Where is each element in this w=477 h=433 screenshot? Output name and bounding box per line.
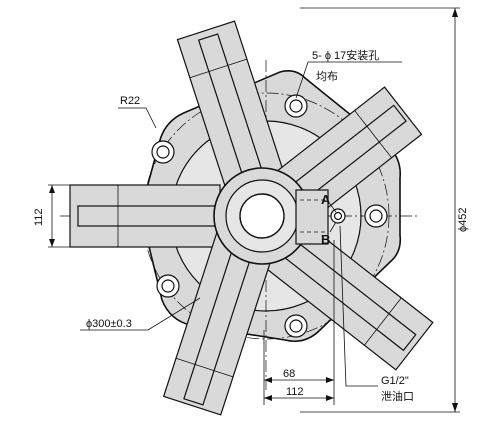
mounting-hole — [289, 319, 303, 333]
mounting-hole — [289, 99, 303, 113]
port-a-arrow — [329, 203, 337, 213]
drain-port-inner — [333, 211, 343, 221]
label-port-b: B — [321, 232, 330, 247]
label-radius: R22 — [120, 95, 140, 107]
mounting-hole — [369, 209, 383, 223]
mounting-hole — [161, 279, 175, 293]
label-drain: 泄油口 — [381, 389, 414, 403]
mounting-holes — [151, 94, 388, 338]
arm-left — [69, 184, 221, 248]
dim-68 — [263, 240, 335, 405]
port-block — [295, 189, 329, 245]
label-hole-spec: 5- ϕ 17安装孔 — [312, 48, 379, 62]
dim-112-horizontal — [264, 395, 334, 401]
label-height-112: 112 — [33, 208, 45, 226]
label-bolt-circle: ϕ300±0.3 — [86, 318, 132, 330]
leader-bolt-circle — [80, 297, 201, 331]
arm-lower-right — [261, 217, 434, 371]
dim-452-vertical — [300, 7, 460, 413]
mounting-hole — [156, 145, 170, 159]
leader-thread — [339, 225, 378, 387]
port-b-arrow — [329, 221, 337, 233]
label-outer-dia: ϕ452 — [457, 207, 469, 232]
leader-hole-spec — [295, 61, 402, 99]
label-port-a: A — [321, 192, 331, 207]
leader-radius — [118, 107, 157, 129]
hub-inner — [239, 193, 285, 239]
label-evenly: 均布 — [316, 70, 338, 83]
label-thread: G1/2" — [381, 375, 409, 387]
label-width-68: 68 — [283, 368, 295, 380]
label-width-112: 112 — [286, 386, 304, 398]
dim-112-vertical — [48, 184, 70, 248]
